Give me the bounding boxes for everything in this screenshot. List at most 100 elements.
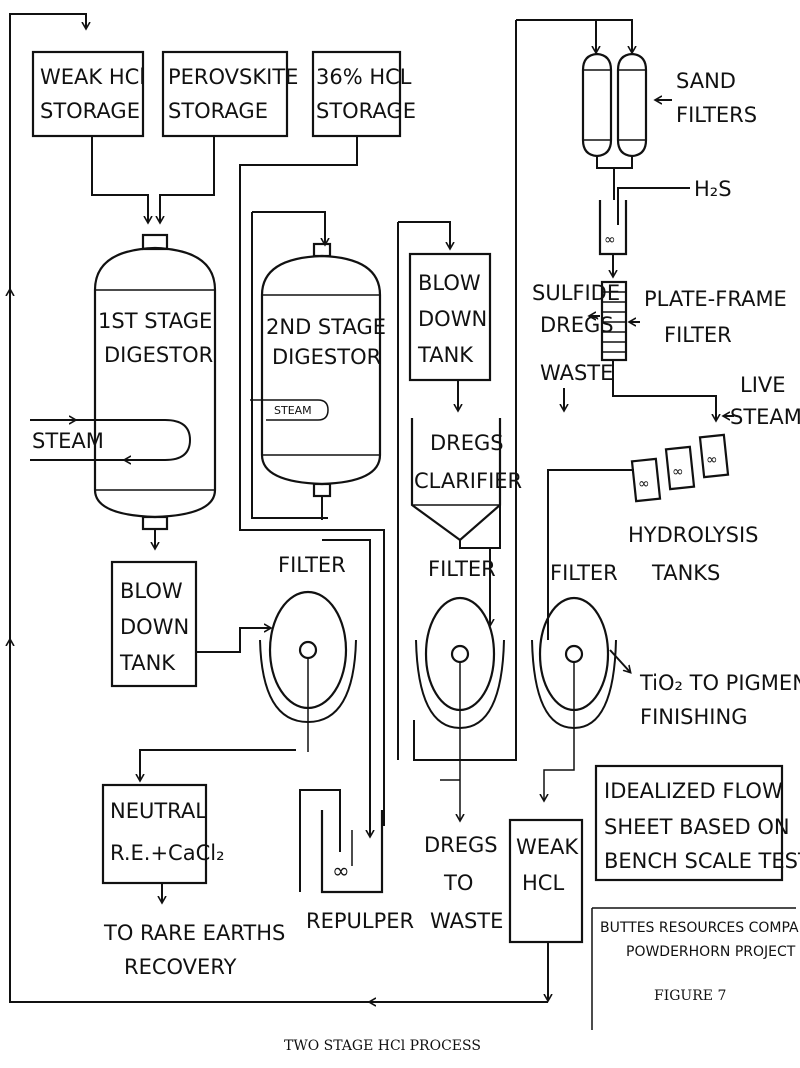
rotary-filter-3-hub — [564, 644, 584, 664]
sulfide-label-3: WASTE — [540, 361, 613, 385]
h2s-agitator-icon: ∞ — [604, 232, 616, 248]
second-steam-coil — [250, 399, 329, 421]
h2s-label: H₂S — [694, 177, 732, 201]
project-name: POWDERHORN PROJECT — [626, 944, 796, 960]
sand-filter-outlet — [596, 156, 633, 200]
second-digestor-nozzle-top — [312, 242, 332, 258]
idealized-note-box — [594, 764, 784, 882]
tio2-arrow — [609, 649, 630, 672]
rotary-filter-2-hub — [450, 644, 470, 664]
dregs-clarifier-label-1: DREGS — [430, 431, 504, 455]
hydrolysis-label-1: HYDROLYSIS — [628, 523, 759, 547]
perovskite-storage-label-2: STORAGE — [168, 99, 268, 123]
hydrolysis-label-2: TANKS — [651, 561, 720, 585]
blow-down-tank-lower — [110, 560, 198, 688]
neutral-label-1: NEUTRAL — [110, 799, 207, 823]
rare-earths-label-1: TO RARE EARTHS — [103, 921, 285, 945]
live-steam-label-1: LIVE — [740, 373, 786, 397]
plate-frame-plates — [602, 291, 626, 353]
idealized-label-3: BENCH SCALE TEST — [604, 849, 800, 873]
dregs-to-waste-label-1: DREGS — [424, 833, 498, 857]
rotary-filter-3-drain — [544, 662, 575, 800]
tio2-label-1: TiO₂ TO PIGMENT — [639, 671, 800, 695]
first-digestor-nozzle-bottom — [141, 515, 169, 531]
sand-filter-feed-top — [516, 19, 632, 52]
hydrolysis-tank-1 — [630, 457, 662, 503]
hydrolysis-to-filter-line — [547, 469, 634, 640]
hcl36-storage-label-1: 36% HCL — [316, 65, 412, 89]
steam-label: STEAM — [32, 429, 104, 453]
sand-filters-label-1: SAND — [676, 69, 736, 93]
sulfide-label-1: SULFIDE — [532, 281, 620, 305]
plate-frame-label-2: FILTER — [664, 323, 732, 347]
blow-down-lower-label-3: TANK — [119, 651, 176, 675]
sand-filters-label-2: FILTERS — [676, 103, 757, 127]
live-steam-label-2: STEAM — [730, 405, 800, 429]
repulper-vessel — [320, 810, 384, 894]
plate-frame-label-1: PLATE-FRAME — [644, 287, 787, 311]
sand-filter-seams — [584, 69, 645, 141]
clarifier-overflow-line — [488, 505, 501, 549]
filter-1-to-neutral — [140, 749, 296, 780]
digestor-recycle-line — [239, 320, 385, 826]
diagram-caption: TWO STAGE HCl PROCESS — [284, 1038, 481, 1054]
first-stage-digestor-vessel — [93, 246, 217, 519]
hydrolysis-agitator-2-icon: ∞ — [672, 464, 684, 480]
steam-coil — [30, 419, 192, 461]
blow-down-upper-label-1: BLOW — [418, 271, 481, 295]
hydrolysis-agitator-1-icon: ∞ — [638, 476, 650, 492]
second-stage-digestor-vessel — [260, 254, 382, 486]
figure-number: FIGURE 7 — [654, 988, 726, 1004]
rare-earths-label-2: RECOVERY — [124, 955, 237, 979]
hcl36-storage-label-2: STORAGE — [316, 99, 416, 123]
sand-filter-left — [581, 52, 613, 158]
repulper-label: REPULPER — [306, 909, 414, 933]
first-digestor-label-2: DIGESTOR — [104, 343, 213, 367]
second-stage-loop-line — [251, 212, 328, 519]
perovskite-feed-line — [160, 136, 215, 222]
second-steam-label: STEAM — [274, 404, 312, 417]
weak-hcl-feed-line — [91, 136, 148, 222]
weak-hcl-storage-label-1: WEAK HCl — [40, 65, 145, 89]
title-block-border — [591, 907, 796, 1030]
dregs-to-waste-label-2: TO — [443, 871, 473, 895]
blowdown-feed-line — [398, 221, 450, 248]
repulper-feed-line — [299, 789, 341, 892]
blow-down-tank-upper — [408, 252, 492, 382]
sand-filter-return-line — [413, 20, 517, 761]
blow-down-lower-label-2: DOWN — [120, 615, 189, 639]
second-digestor-label-2: DIGESTOR — [272, 345, 381, 369]
second-digestor-label-1: 2ND STAGE — [266, 315, 386, 339]
h2s-injection-line — [617, 187, 690, 225]
neutral-label-2: R.E.+CaCl₂ — [110, 841, 225, 865]
weak-hcl-storage-box — [31, 50, 145, 138]
blowdown-to-filter-1 — [196, 628, 270, 653]
sand-filter-right — [616, 52, 648, 158]
perovskite-storage-box — [161, 50, 289, 138]
tio2-label-2: FINISHING — [640, 705, 747, 729]
second-digestor-nozzle-bottom — [312, 482, 332, 498]
dregs-clarifier-label-2: CLARIFIER — [414, 469, 522, 493]
filter-2-label: FILTER — [428, 557, 496, 581]
hydrolysis-tank-3 — [698, 433, 730, 479]
first-digestor-label-1: 1ST STAGE — [98, 309, 212, 333]
filter-3-label: FILTER — [550, 561, 618, 585]
weak-hcl-recycle-loop — [9, 13, 548, 1003]
neutral-box — [101, 783, 208, 885]
filter-1-label: FILTER — [278, 553, 346, 577]
dregs-to-waste-label-3: WASTE — [430, 909, 503, 933]
hcl36-feed-line — [239, 136, 358, 320]
clarifier-to-filter — [459, 540, 490, 625]
repulper-agitator-icon: ∞ — [332, 859, 350, 883]
rotary-filter-2-drain — [440, 662, 460, 820]
idealized-label-2: SHEET BASED ON — [604, 815, 790, 839]
rotary-filter-1-hub — [298, 640, 318, 660]
sulfide-label-2: DREGS — [540, 313, 614, 337]
filter-to-repulper-line — [322, 539, 370, 836]
company-name: BUTTES RESOURCES COMPANY — [600, 920, 800, 936]
weak-hcl-tank — [508, 818, 584, 944]
weak-hcl-storage-label-2: STORAGE — [40, 99, 140, 123]
weak-hcl-tank-label-1: WEAK — [516, 835, 579, 859]
perovskite-storage-label-1: PEROVSKITE — [168, 65, 298, 89]
